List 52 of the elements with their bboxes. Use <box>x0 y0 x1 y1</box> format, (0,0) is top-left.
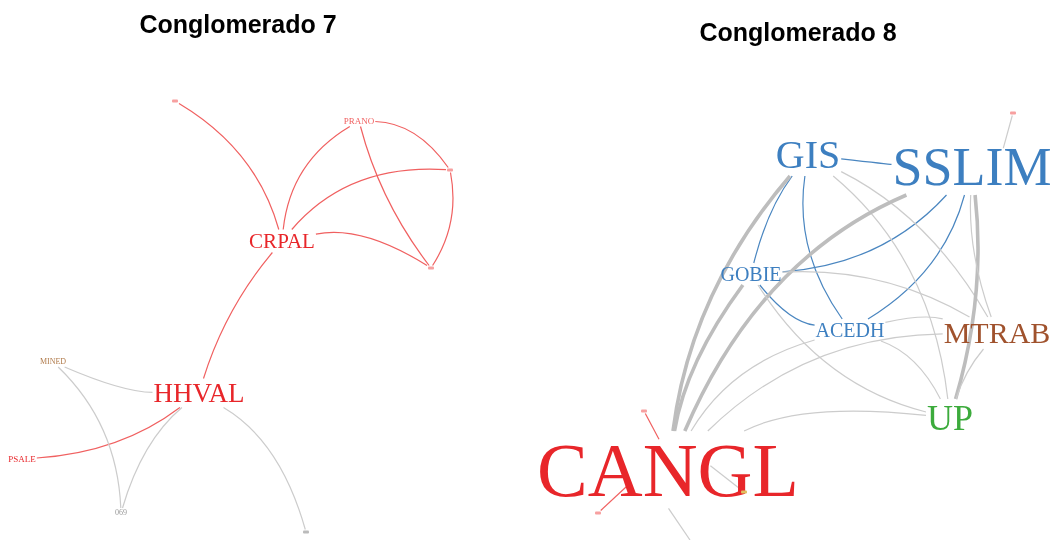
network-link <box>222 406 306 531</box>
node-label: HHVAL <box>153 379 245 407</box>
network-link <box>759 284 816 326</box>
cluster-title: Conglomerado 8 <box>699 17 897 47</box>
network-link <box>282 125 351 231</box>
network-link <box>953 194 980 400</box>
network-link <box>667 507 691 540</box>
network-link <box>867 194 966 320</box>
network-link <box>202 251 273 380</box>
network-link <box>757 284 927 413</box>
network-link <box>1002 114 1013 149</box>
node-label: PRANO <box>343 116 375 126</box>
network-link <box>802 175 843 320</box>
network-link <box>743 410 927 432</box>
network-link <box>690 339 816 432</box>
network-link <box>374 120 449 169</box>
network-link <box>671 174 792 432</box>
network-link <box>315 231 428 267</box>
network-link <box>121 406 183 509</box>
network-link <box>840 171 989 318</box>
network-link <box>178 102 280 231</box>
node-label: PSALE <box>8 454 36 464</box>
node-label: GOBIE <box>720 264 782 284</box>
network-link <box>969 194 992 318</box>
node-label: GIS <box>775 135 841 175</box>
node-label: CRPAL <box>249 230 315 252</box>
network-link <box>880 340 941 400</box>
network-link <box>64 366 154 393</box>
node-label: MTRAB <box>943 318 1051 348</box>
node-label: UP <box>927 400 973 436</box>
network-link <box>683 193 908 432</box>
network-link <box>36 406 181 459</box>
node-label: 069 <box>115 509 127 517</box>
network-link <box>432 171 454 267</box>
network-link <box>672 283 745 432</box>
network-link <box>832 175 949 400</box>
cluster-title: Conglomerado 7 <box>139 9 337 39</box>
node-label: SSLIM <box>892 140 1052 194</box>
network-link <box>359 125 430 267</box>
network-link <box>753 175 793 264</box>
node-label: CANGL <box>537 432 799 508</box>
network-link <box>884 316 944 323</box>
node-label: ACEDH <box>815 320 885 340</box>
network-link <box>782 271 971 318</box>
network-link <box>955 348 985 400</box>
network-link <box>644 412 660 440</box>
network-link <box>57 366 122 509</box>
network-link <box>782 194 948 273</box>
network-link <box>840 158 893 165</box>
network-link <box>707 333 944 432</box>
network-link <box>291 168 447 231</box>
node-label: MINED <box>39 358 67 366</box>
